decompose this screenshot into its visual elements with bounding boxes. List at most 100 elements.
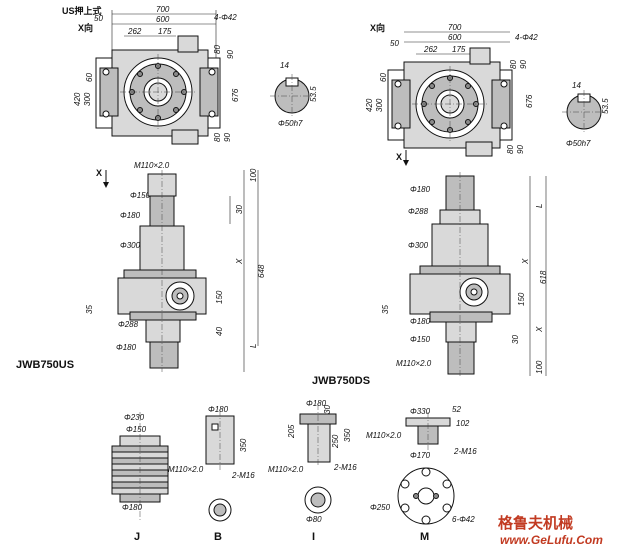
key-left-14: 14 — [280, 61, 289, 70]
rside-phi288: Φ288 — [408, 207, 429, 216]
dim-262: 262 — [127, 27, 142, 36]
i-250: 250 — [331, 434, 340, 449]
left-side-view: X M110×2.0 Φ150 Φ180 Φ300 Φ288 Φ180 35 1… — [85, 161, 266, 372]
b-m110: M110×2.0 — [168, 465, 204, 474]
lside-phi180b: Φ180 — [116, 343, 137, 352]
lside-648: 648 — [257, 264, 266, 278]
detail-m: Φ330 52 102 M110×2.0 Φ170 2-M16 Φ250 6-Φ… — [366, 405, 477, 543]
lside-phi180: Φ180 — [120, 211, 141, 220]
watermark-cn: 格鲁夫机械 — [498, 514, 573, 532]
dim-300: 300 — [83, 92, 92, 106]
rside-30: 30 — [511, 335, 520, 344]
lside-l: L — [249, 344, 258, 348]
rside-150: 150 — [517, 292, 526, 306]
rdim-262: 262 — [423, 45, 438, 54]
left-key-section: 14 53.5 Φ50h7 — [270, 61, 318, 128]
rdim-80: 80 — [509, 60, 518, 69]
rside-x2: X — [535, 326, 544, 333]
dim-50: 50 — [94, 14, 103, 23]
right-x-arrow-label: X — [396, 152, 402, 162]
rdim-600: 600 — [448, 33, 462, 42]
right-side-view: X Φ180 Φ288 Φ300 35 150 Φ180 Φ150 M110×2… — [381, 150, 548, 378]
b-phi180: Φ180 — [208, 405, 229, 414]
key-right-50h7: Φ50h7 — [566, 139, 591, 148]
rdim-700: 700 — [448, 23, 462, 32]
drawing-title: US押上式 — [62, 5, 102, 16]
detail-b-letter: B — [214, 531, 222, 543]
dim-80b: 80 — [213, 133, 222, 142]
detail-i-letter: I — [312, 531, 315, 543]
right-key-section: 14 53.5 Φ50h7 — [562, 81, 610, 148]
right-direction-label: X向 — [370, 22, 385, 33]
b-2m16: 2-M16 — [231, 471, 255, 480]
right-top-plan-view: X向 700 600 262 175 50 4-Φ42 80 90 420 30… — [365, 22, 538, 157]
m-m110: M110×2.0 — [366, 431, 402, 440]
rside-100: 100 — [535, 360, 544, 374]
m-6-42: 6-Φ42 — [452, 515, 475, 524]
detail-j-bellows: Φ230 Φ150 Φ180 J — [111, 412, 169, 543]
m-52: 52 — [452, 405, 461, 414]
detail-m-letter: M — [420, 531, 429, 543]
rdim-300: 300 — [375, 98, 384, 112]
rdim-175: 175 — [452, 45, 466, 54]
rside-35: 35 — [381, 305, 390, 314]
rdim-50: 50 — [390, 39, 399, 48]
watermark-url: www.GeLufu.Com — [500, 533, 603, 547]
m-phi330: Φ330 — [410, 407, 431, 416]
left-top-plan-view: X向 700 600 262 175 50 4-Φ42 80 90 420 30… — [73, 5, 240, 145]
m-102: 102 — [456, 419, 470, 428]
lside-35: 35 — [85, 305, 94, 314]
key-left-53-5: 53.5 — [309, 86, 318, 102]
key-right-53-5: 53.5 — [601, 98, 610, 114]
detail-i: Φ180 205 250 350 30 M110×2.0 2-M16 Φ80 I — [268, 399, 357, 543]
rdim-80b: 80 — [506, 145, 515, 154]
rdim-90: 90 — [519, 60, 528, 69]
m-phi170: Φ170 — [410, 451, 431, 460]
dim-600: 600 — [156, 15, 170, 24]
i-30: 30 — [323, 405, 332, 414]
lside-150: 150 — [215, 290, 224, 304]
rdim-4-42: 4-Φ42 — [515, 33, 538, 42]
detail-b: Φ180 350 M110×2.0 2-M16 B — [168, 405, 255, 543]
lside-phi150: Φ150 — [130, 191, 151, 200]
model-left: JWB750US — [16, 359, 74, 371]
m-2m16: 2-M16 — [453, 447, 477, 456]
j-phi180: Φ180 — [122, 503, 143, 512]
lside-phi300: Φ300 — [120, 241, 141, 250]
rdim-60: 60 — [379, 73, 388, 82]
dim-4-42: 4-Φ42 — [214, 13, 237, 22]
rside-l: L — [535, 204, 544, 208]
lside-40: 40 — [215, 327, 224, 336]
j-phi150: Φ150 — [126, 425, 147, 434]
i-phi80: Φ80 — [306, 515, 322, 524]
i-350: 350 — [343, 428, 352, 442]
rdim-676: 676 — [525, 94, 534, 108]
lside-phi288: Φ288 — [118, 320, 139, 329]
rside-phi180b: Φ180 — [410, 317, 431, 326]
i-2m16: 2-M16 — [333, 463, 357, 472]
model-right: JWB750DS — [312, 375, 370, 387]
dim-420: 420 — [73, 92, 82, 106]
rside-m110: M110×2.0 — [396, 359, 432, 368]
key-right-14: 14 — [572, 81, 581, 90]
dim-90: 90 — [226, 50, 235, 59]
i-m110: M110×2.0 — [268, 465, 304, 474]
dim-175: 175 — [158, 27, 172, 36]
rside-x: X — [521, 258, 530, 265]
dim-700: 700 — [156, 5, 170, 14]
rside-phi300: Φ300 — [408, 241, 429, 250]
left-direction-label: X向 — [78, 22, 93, 33]
rside-phi150: Φ150 — [410, 335, 431, 344]
dim-676: 676 — [231, 88, 240, 102]
rside-618: 618 — [539, 270, 548, 284]
dim-80: 80 — [213, 45, 222, 54]
i-phi180: Φ180 — [306, 399, 327, 408]
rdim-420: 420 — [365, 98, 374, 112]
left-x-arrow-label: X — [96, 168, 102, 178]
i-205: 205 — [287, 424, 296, 439]
lside-100: 100 — [249, 168, 258, 182]
lside-m110: M110×2.0 — [134, 161, 170, 170]
b-350: 350 — [239, 438, 248, 452]
